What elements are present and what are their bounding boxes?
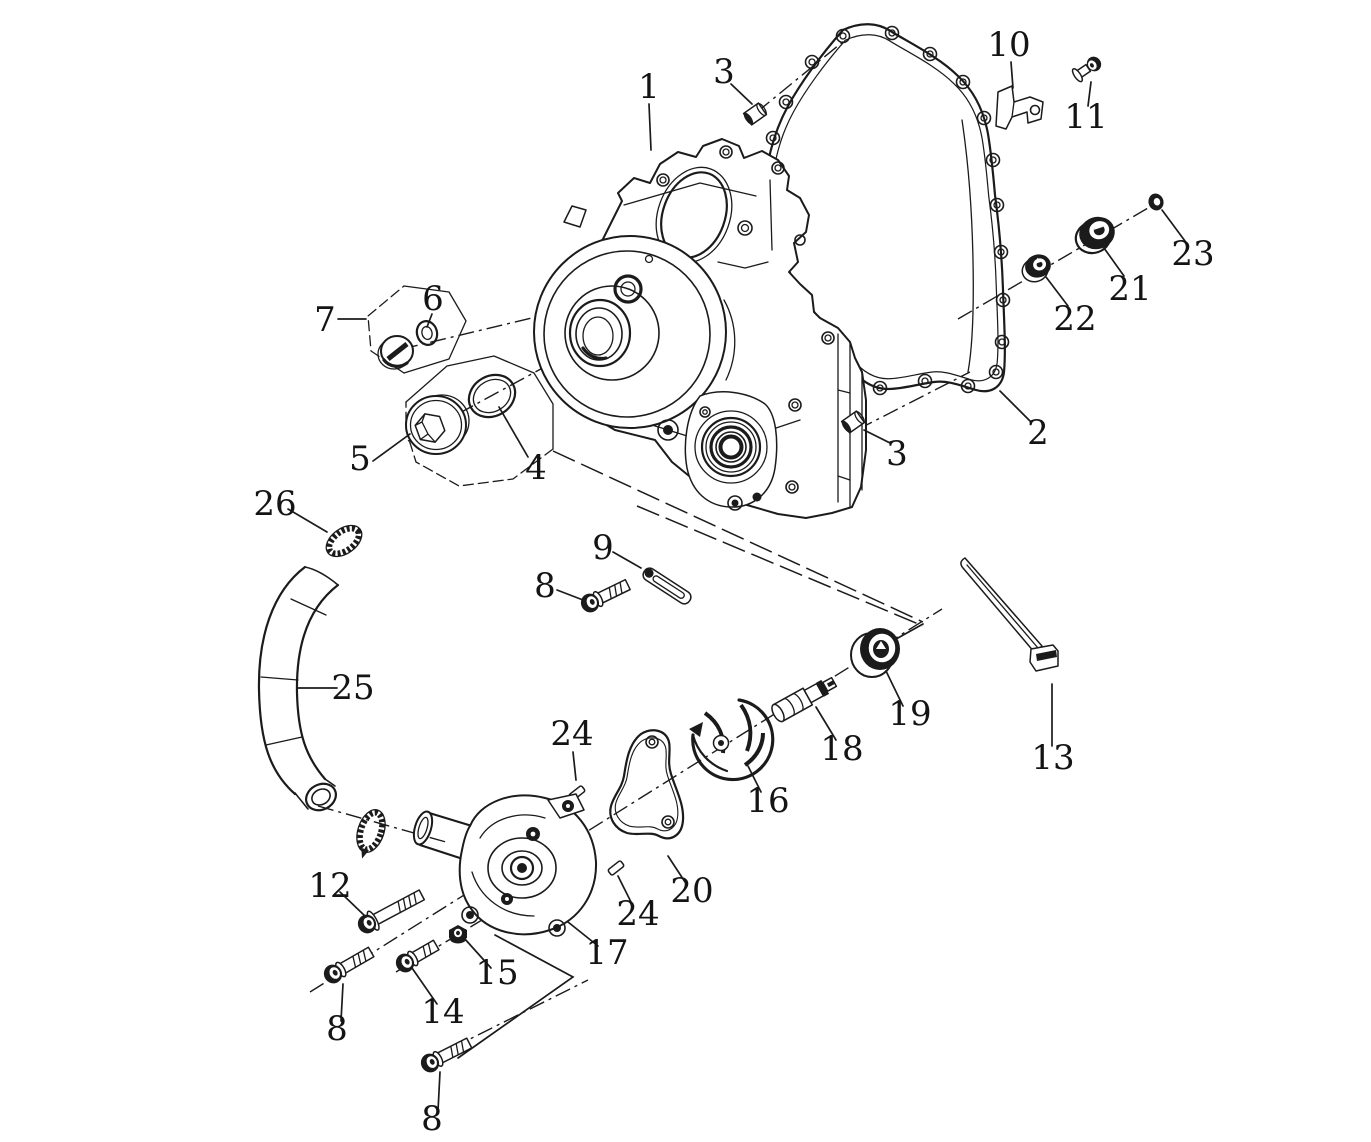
part-8-bolt-left: [323, 946, 375, 984]
callout-17: 17: [585, 933, 628, 973]
cover-lug-holes: [656, 145, 835, 494]
callout-8-left: 8: [326, 1009, 348, 1049]
part-8-bolt-mid: [580, 578, 631, 613]
part-3-dowel-pin-top: [742, 102, 768, 126]
part-7-screw-plug: [377, 335, 414, 370]
part-17-pump-housing: [412, 793, 598, 937]
part-26-hose-clamp: [325, 524, 363, 558]
callout-19: 19: [888, 694, 931, 734]
part-22-oil-seal: [1021, 254, 1051, 283]
callout-6: 6: [422, 279, 444, 319]
part-18-pump-shaft: [771, 676, 838, 723]
part-14-bolt-short: [395, 939, 440, 973]
hose-clamp-2: [356, 809, 386, 859]
callout-3-top: 3: [713, 52, 735, 92]
callout-12: 12: [308, 866, 351, 906]
callout-14: 14: [421, 992, 464, 1032]
callout-7: 7: [314, 300, 336, 340]
callout-2: 2: [1027, 413, 1049, 453]
cover-oil-seal-boss: [657, 391, 778, 511]
part-19-pump-gear: [850, 628, 900, 678]
part-3-dowel-pin-bottom: [840, 410, 866, 434]
part-10-bracket: [995, 85, 1044, 130]
callout-1: 1: [638, 67, 660, 107]
callout-26: 26: [253, 484, 296, 524]
part-13-cable-tie: [960, 557, 1059, 672]
callout-22: 22: [1053, 299, 1096, 339]
part-21-bearing: [1074, 216, 1115, 255]
part-12-bolt-long: [357, 889, 426, 934]
part-9-strip: [642, 567, 692, 605]
cover-threaded-hole: [613, 274, 643, 304]
callout-3-bottom: 3: [886, 434, 908, 474]
part-5-filler-plug: [405, 394, 470, 455]
callout-11: 11: [1064, 97, 1107, 137]
callout-23: 23: [1171, 234, 1214, 274]
part-8-bolt-bottom: [420, 1037, 473, 1073]
callout-10: 10: [987, 25, 1030, 65]
callout-20: 20: [670, 871, 713, 911]
callout-4: 4: [525, 448, 547, 488]
callout-25: 25: [331, 668, 374, 708]
callout-24-top: 24: [550, 714, 593, 754]
callout-9: 9: [592, 528, 614, 568]
callout-15: 15: [475, 953, 518, 993]
callout-8-bottom: 8: [421, 1099, 443, 1139]
callout-13: 13: [1031, 738, 1074, 778]
callout-18: 18: [820, 729, 863, 769]
part-15-nut: [449, 925, 467, 944]
callout-21: 21: [1108, 269, 1151, 309]
part-20-pump-gasket: [609, 729, 685, 840]
callout-labels: 1 3 10 11 23 21 22 2 3 7 6 5 4 26 9 8 25…: [253, 25, 1214, 1139]
part-1-crankcase-cover: [533, 138, 867, 519]
part-16-impeller: [689, 698, 775, 782]
part-23-washer: [1148, 193, 1164, 211]
leader-lines: [287, 61, 1186, 1112]
callout-24-bottom: 24: [616, 894, 659, 934]
part-25-water-hose: [257, 565, 340, 812]
callout-16: 16: [746, 781, 789, 821]
callout-5: 5: [349, 439, 371, 479]
part-11-flange-bolt: [1071, 56, 1102, 83]
part-6-washer: [415, 320, 439, 346]
callout-8-mid: 8: [534, 566, 556, 606]
part-24-pin-bottom: [607, 860, 625, 876]
plate-outline-5-4: [405, 355, 554, 487]
